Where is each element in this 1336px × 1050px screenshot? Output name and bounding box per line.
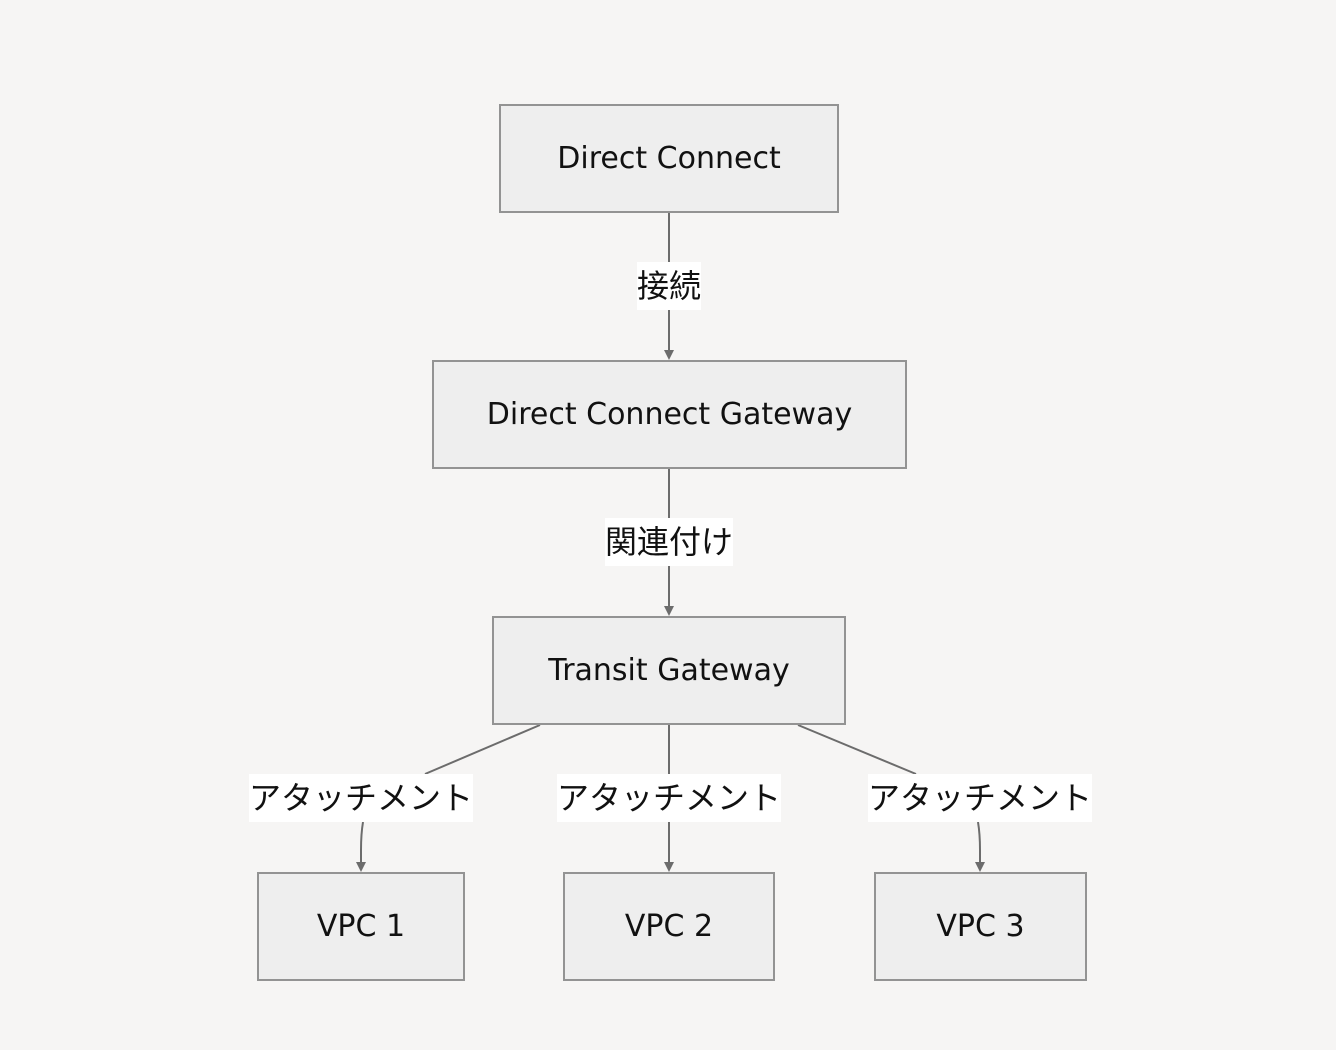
edge-label-attachment-3: アタッチメント: [868, 774, 1092, 822]
node-vpc-1[interactable]: VPC 1: [257, 872, 465, 981]
edge-label-connect: 接続: [637, 262, 701, 310]
node-direct-connect-gateway[interactable]: Direct Connect Gateway: [432, 360, 907, 469]
edge-label-associate: 関連付け: [605, 518, 733, 566]
edge-tgw-to-vpc1: [361, 724, 541, 870]
node-vpc-2[interactable]: VPC 2: [563, 872, 775, 981]
node-vpc-2-label: VPC 2: [624, 909, 714, 944]
node-vpc-3[interactable]: VPC 3: [874, 872, 1087, 981]
edge-tgw-to-vpc3: [797, 724, 980, 870]
node-transit-gateway-label: Transit Gateway: [548, 653, 790, 688]
node-transit-gateway[interactable]: Transit Gateway: [492, 616, 846, 725]
edge-label-attachment-1: アタッチメント: [249, 774, 473, 822]
node-vpc-1-label: VPC 1: [316, 909, 406, 944]
node-direct-connect[interactable]: Direct Connect: [499, 104, 839, 213]
edge-label-attachment-2: アタッチメント: [557, 774, 781, 822]
node-direct-connect-gateway-label: Direct Connect Gateway: [486, 397, 853, 432]
node-direct-connect-label: Direct Connect: [557, 141, 781, 176]
node-vpc-3-label: VPC 3: [936, 909, 1025, 944]
